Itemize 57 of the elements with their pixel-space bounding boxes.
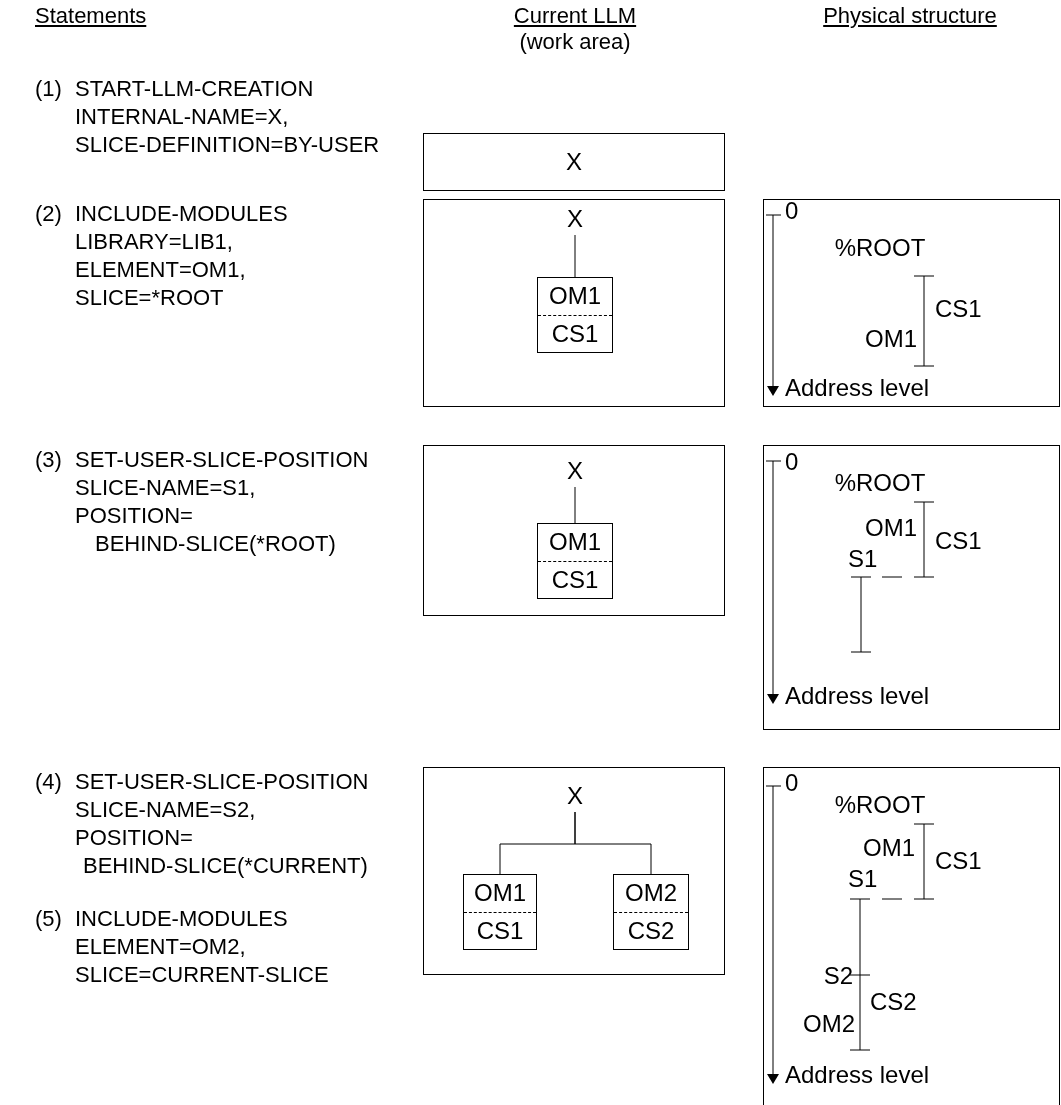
module-label: OM1 (549, 528, 601, 557)
llm-name: X (561, 205, 589, 233)
structure-panel (763, 199, 1060, 407)
structure-label: OM1 (863, 834, 915, 862)
module-label: OM2 (625, 879, 677, 908)
module-label: CS1 (551, 319, 599, 348)
module-label: CS1 (476, 916, 524, 945)
work-area-box (423, 445, 725, 616)
structure-label: CS1 (935, 847, 982, 875)
structure-label: Address level (785, 682, 930, 710)
structure-label: %ROOT (834, 234, 926, 262)
column-subheading: (work area) (519, 28, 631, 56)
structure-label: Address level (785, 374, 930, 402)
statement-text: (3) SET-USER-SLICE-POSITION SLICE-NAME=S1, POSITION= (35, 446, 369, 530)
statement-text: (5) INCLUDE-MODULES ELEMENT=OM2, SLICE=CURRENT-SLICE (35, 905, 329, 989)
structure-label: S2 (823, 962, 853, 990)
structure-label: CS2 (870, 988, 917, 1016)
module-label: CS2 (627, 916, 675, 945)
statement-text: (4) SET-USER-SLICE-POSITION SLICE-NAME=S2, POSITION= (35, 768, 369, 852)
column-heading: Physical structure (823, 2, 997, 30)
module-label: OM1 (549, 282, 601, 311)
module-box (613, 874, 689, 950)
structure-panel (763, 767, 1060, 1105)
tree-connector (574, 811, 652, 875)
structure-label: S1 (848, 545, 878, 573)
structure-label: %ROOT (834, 791, 926, 819)
structure-label: %ROOT (834, 469, 926, 497)
structure-label: CS1 (935, 527, 982, 555)
statement-text: (2) INCLUDE-MODULES LIBRARY=LIB1, ELEMENT=OM1, SLICE=*ROOT (35, 200, 288, 312)
llm-name: X (561, 457, 589, 485)
structure-label: OM2 (803, 1010, 855, 1038)
structure-label: OM1 (865, 514, 917, 542)
statement-text: (1) START-LLM-CREATION INTERNAL-NAME=X, SLICE-DEFINITION=BY-USER (35, 75, 380, 159)
structure-label: S1 (848, 865, 878, 893)
module-label: OM1 (474, 879, 526, 908)
structure-label: CS1 (935, 295, 982, 323)
statement-text: BEHIND-SLICE(*CURRENT) (83, 852, 368, 880)
llm-name: X (561, 782, 589, 810)
module-box (463, 874, 537, 950)
structure-label: 0 (785, 197, 799, 225)
structure-label: 0 (785, 769, 799, 797)
structure-panel (763, 445, 1060, 730)
structure-label: OM1 (865, 325, 917, 353)
tree-connector (574, 234, 576, 278)
tree-connector (574, 486, 576, 524)
structure-label: Address level (785, 1061, 930, 1089)
statement-text: BEHIND-SLICE(*ROOT) (95, 530, 336, 558)
column-heading: Current LLM (513, 2, 637, 30)
module-label: CS1 (551, 565, 599, 594)
work-area-box (423, 767, 725, 975)
structure-label: 0 (785, 448, 799, 476)
work-area-box (423, 133, 725, 191)
column-heading: Statements (35, 2, 147, 30)
module-box (537, 523, 613, 599)
work-area-box (423, 199, 725, 407)
module-box (537, 277, 613, 353)
llm-name: X (566, 148, 582, 176)
